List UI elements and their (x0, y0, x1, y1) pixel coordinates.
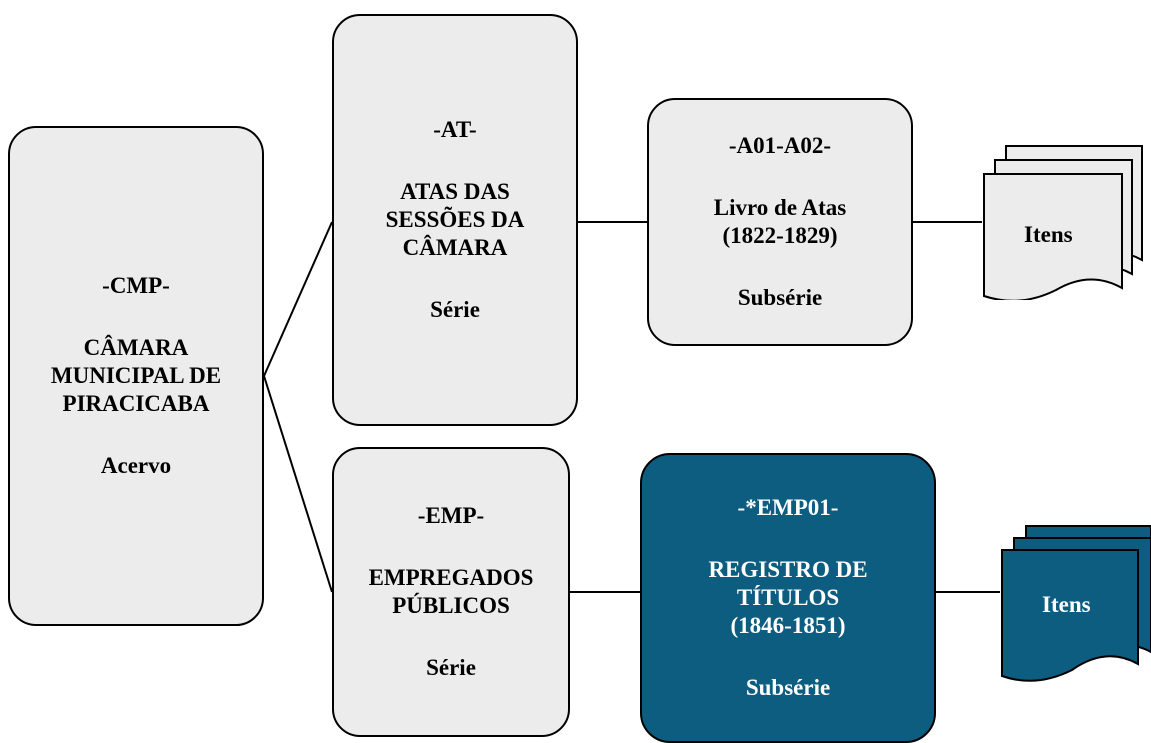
node-title-line: EMPREGADOS (368, 565, 534, 590)
node-title-line: ATAS DAS (400, 179, 510, 204)
documents-icon (983, 145, 1143, 300)
node-level: Subsérie (745, 675, 831, 700)
node-code: -EMP- (417, 503, 485, 528)
node-cmp: -CMP- CÂMARA MUNICIPAL DE PIRACICABA Ace… (8, 126, 264, 626)
node-a01-a02: -A01-A02- Livro de Atas (1822-1829) Subs… (647, 98, 913, 346)
connector-cmp-emp (263, 375, 333, 593)
node-title-line: SESSÕES DA (385, 207, 525, 232)
node-title-line: MUNICIPAL DE (50, 363, 222, 388)
node-title-line: CÂMARA (402, 235, 508, 260)
items-label-bottom: Itens (1042, 592, 1091, 617)
connector-cmp-at (263, 221, 333, 377)
node-title-line: CÂMARA (83, 335, 189, 360)
node-code: -*EMP01- (737, 495, 839, 520)
documents-icon (1001, 525, 1151, 682)
node-code: -AT- (433, 117, 477, 142)
items-label-top: Itens (1024, 222, 1073, 247)
node-code: -CMP- (102, 273, 170, 298)
node-title-line: (1846-1851) (730, 613, 846, 638)
node-level: Acervo (100, 453, 172, 478)
node-at: -AT- ATAS DAS SESSÕES DA CÂMARA Série (332, 14, 578, 426)
node-emp01: -*EMP01- REGISTRO DE TÍTULOS (1846-1851)… (640, 453, 936, 743)
node-title-line: PIRACICABA (62, 391, 210, 416)
node-title-line: (1822-1829) (722, 223, 838, 248)
node-title-line: PÚBLICOS (392, 593, 510, 618)
node-emp: -EMP- EMPREGADOS PÚBLICOS Série (332, 447, 570, 737)
node-code: -A01-A02- (728, 133, 832, 158)
node-level: Série (426, 655, 476, 680)
node-level: Subsérie (737, 285, 823, 310)
node-title-line: REGISTRO DE (708, 557, 868, 582)
node-title-line: Livro de Atas (713, 195, 847, 220)
node-level: Série (430, 297, 480, 322)
node-title-line: TÍTULOS (736, 585, 840, 610)
